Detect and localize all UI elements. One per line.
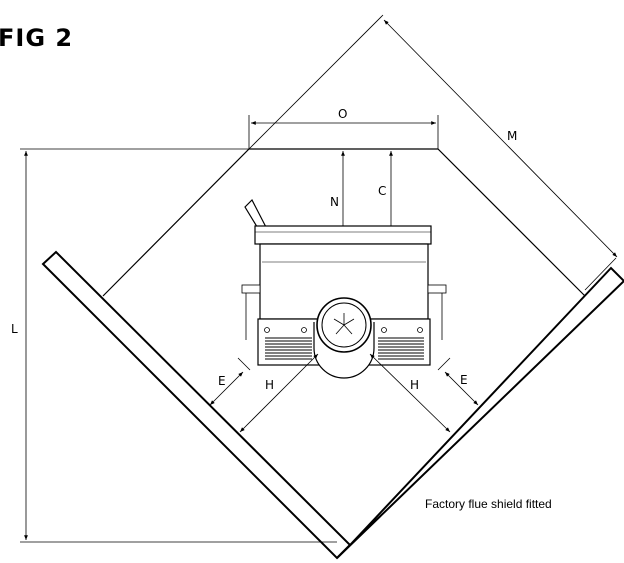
dimension-h-right bbox=[369, 353, 451, 433]
dimension-l bbox=[20, 148, 337, 543]
dimension-m bbox=[248, 14, 618, 291]
flue-shield-note: Factory flue shield fitted bbox=[425, 497, 552, 511]
stove bbox=[241, 198, 447, 379]
label-h-left: H bbox=[265, 378, 274, 392]
label-n: N bbox=[330, 195, 339, 209]
right-wall bbox=[336, 266, 624, 559]
label-l: L bbox=[11, 322, 18, 336]
figure-title: FIG 2 bbox=[0, 24, 74, 52]
label-e-right: E bbox=[460, 373, 468, 387]
label-e-left: E bbox=[218, 374, 226, 388]
dimension-e-right bbox=[437, 357, 479, 406]
label-o: O bbox=[338, 107, 347, 121]
dimension-e-left bbox=[209, 357, 251, 406]
label-m: M bbox=[507, 129, 517, 143]
dimension-h-left bbox=[239, 353, 319, 433]
label-c: C bbox=[378, 184, 386, 198]
label-h-right: H bbox=[410, 378, 419, 392]
